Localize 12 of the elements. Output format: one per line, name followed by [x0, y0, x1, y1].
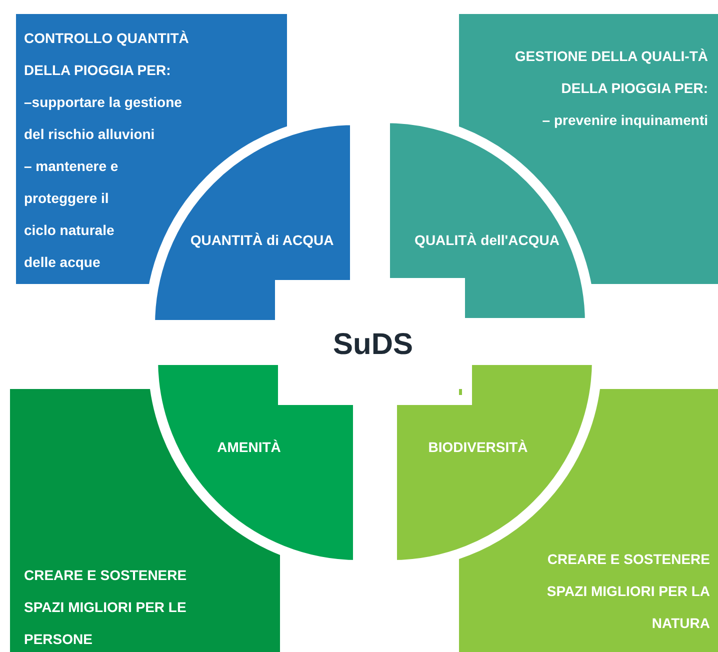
- panel-heading: GESTIONE DELLA QUALI-TÀ DELLA PIOGGIA PER:: [514, 47, 708, 98]
- panel-heading: CREARE E SOSTENERE SPAZI MIGLIORI PER LE PERSONE: [24, 566, 188, 649]
- center-title: SuDS: [333, 328, 413, 362]
- panel-heading: CONTROLLO QUANTITÀ DELLA PIOGGIA PER:: [24, 29, 190, 80]
- panel-text: – mantenere e proteggere il ciclo naturale delle acque: [24, 157, 120, 272]
- quadrant-label: QUANTITÀ di ACQUA: [190, 232, 334, 248]
- quadrant-label: AMENITÀ: [217, 439, 281, 455]
- panel-heading: CREARE E SOSTENERE SPAZI MIGLIORI PER LA NATURA: [546, 550, 710, 633]
- quadrant-label: QUALITÀ dell'ACQUA: [414, 232, 560, 248]
- panel-text: – prevenire inquinamenti: [541, 111, 708, 130]
- quadrant-label: BIODIVERSITÀ: [428, 439, 528, 455]
- panel-text: –supportare la gestione del rischio alluvioni: [24, 93, 183, 144]
